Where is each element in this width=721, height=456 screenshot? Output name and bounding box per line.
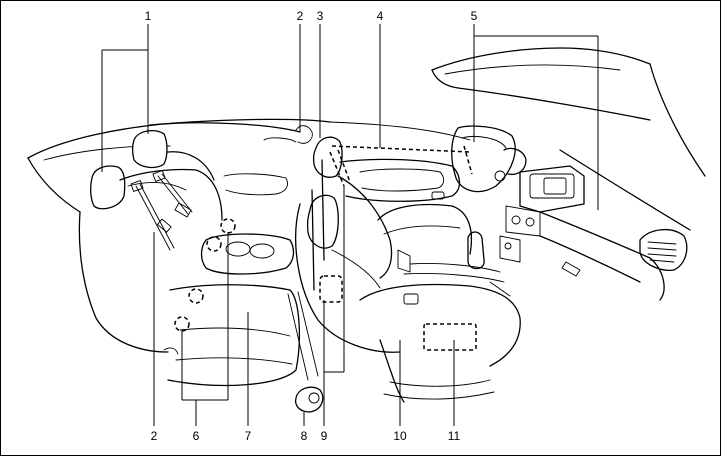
dashboard (398, 126, 687, 304)
callout-label-3: 3 (317, 10, 324, 22)
body-outline (28, 48, 705, 230)
callout-label-2-bottom: 2 (151, 430, 158, 442)
doors (224, 138, 470, 201)
callout-label-10: 10 (393, 430, 406, 442)
callout-label-7: 7 (245, 430, 252, 442)
callout-label-11: 11 (448, 430, 460, 442)
leader-lines (102, 24, 598, 426)
callout-label-1: 1 (145, 10, 152, 22)
front-seat (296, 137, 521, 402)
callout-label-4: 4 (377, 10, 384, 22)
callout-label-5: 5 (471, 10, 478, 22)
callout-label-6: 6 (193, 430, 200, 442)
callout-label-2-top: 2 (297, 10, 304, 22)
callout-label-8: 8 (301, 430, 308, 442)
callout-label-9: 9 (321, 430, 328, 442)
rear-seat (79, 131, 299, 386)
